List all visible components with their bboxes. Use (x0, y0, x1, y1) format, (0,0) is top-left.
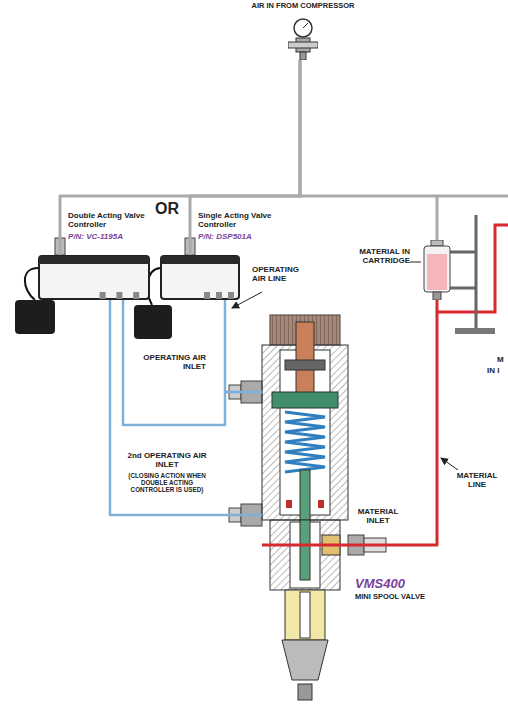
regulator-node: AIR IN FROM COMPRESSOR (288, 16, 318, 60)
inlet-label: OPERATING AIR INLET (140, 354, 206, 372)
controller-shape (160, 255, 240, 300)
line-label: MATERIAL LINE (452, 472, 502, 490)
valve-node: VMS400MINI SPOOL VALVE (262, 315, 348, 690)
heading: Double Acting Valve Controller (68, 212, 148, 230)
part-number: P/N: VC-1195A (68, 233, 123, 242)
cut-label: M (497, 356, 504, 365)
inlet-label: 2nd OPERATING AIR INLET (126, 452, 208, 470)
caption: MINI SPOOL VALVE (355, 593, 425, 601)
heading: MATERIAL IN CARTRIDGE (340, 248, 410, 266)
connector-line (262, 300, 437, 545)
connector-line (123, 300, 262, 425)
cartridge-shape (422, 240, 452, 300)
controller-node: Single Acting Valve ControllerP/N: DSP50… (160, 255, 240, 300)
or-label: OR (155, 200, 179, 218)
part-number: P/N: DSP501A (198, 233, 252, 242)
controller-node: Double Acting Valve ControllerP/N: VC-11… (38, 255, 150, 300)
regulator-shape (288, 16, 318, 60)
note: (CLOSING ACTION WHEN DOUBLE ACTING CONTR… (126, 472, 208, 493)
connector-line (225, 300, 262, 392)
connector-line (110, 300, 262, 515)
model-name: VMS400 (355, 577, 405, 592)
inlet-label: MATERIAL INLET (352, 508, 404, 526)
line-label: OPERATING AIR LINE (252, 266, 314, 284)
heading: AIR IN FROM COMPRESSOR (243, 2, 363, 10)
cut-label: IN I (487, 367, 499, 376)
controller-shape (38, 255, 150, 300)
cartridge-node: MATERIAL IN CARTRIDGE (422, 240, 452, 300)
heading: Single Acting Valve Controller (198, 212, 278, 230)
connector-line (190, 60, 300, 255)
connector-line (300, 60, 437, 240)
connector-line (60, 60, 300, 255)
valve-shape (262, 315, 348, 690)
